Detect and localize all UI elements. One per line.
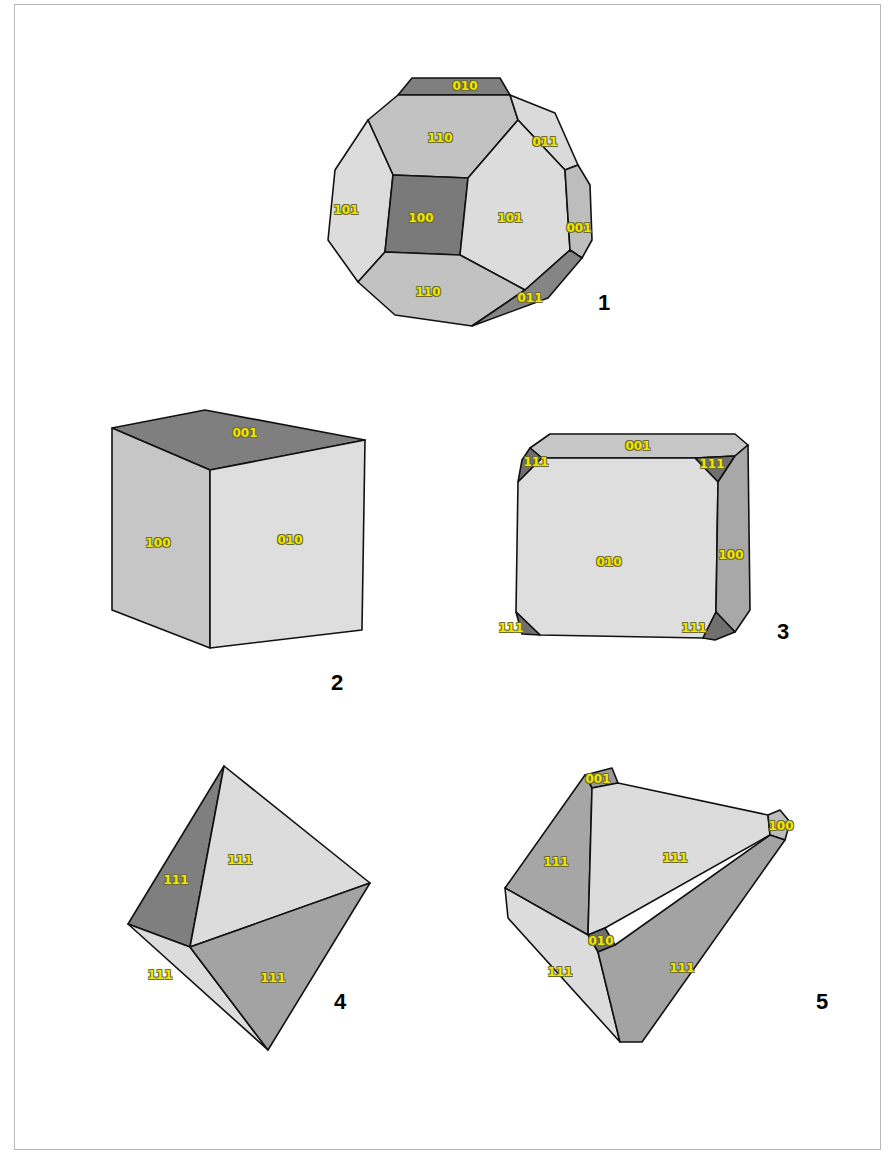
face-index-label: 111	[547, 966, 572, 978]
face-index-label: 100	[145, 537, 170, 549]
face-index-label: 001	[585, 773, 610, 785]
face-index-label: 111	[147, 969, 172, 981]
face-index-label: 111	[498, 622, 523, 634]
face-index-label: 100	[768, 820, 793, 832]
frame	[15, 5, 881, 1150]
face-index-label: 101	[333, 204, 358, 216]
face-index-label: 011	[532, 136, 557, 148]
face-index-label: 100	[408, 212, 433, 224]
face-index-label: 111	[227, 854, 252, 866]
face-index-label: 111	[543, 856, 568, 868]
face-index-label: 111	[163, 874, 188, 886]
face-index-label: 101	[497, 212, 522, 224]
face-index-label: 110	[415, 286, 440, 298]
figure-number: 2	[331, 672, 343, 694]
face-index-label: 111	[260, 972, 285, 984]
face-index-label: 010	[588, 935, 613, 947]
face-index-label: 111	[662, 852, 687, 864]
face-index-label: 001	[232, 427, 257, 439]
face-index-label: 111	[523, 456, 548, 468]
face-index-label: 110	[427, 132, 452, 144]
face-index-label: 010	[452, 80, 477, 92]
face-index-label: 010	[277, 534, 302, 546]
face-index-label: 111	[699, 458, 724, 470]
face-index-label: 111	[681, 622, 706, 634]
face-index-label: 111	[669, 962, 694, 974]
face-index-label: 001	[625, 440, 650, 452]
figure-number: 1	[598, 292, 610, 314]
figure-number: 4	[334, 991, 346, 1013]
face-index-label: 100	[718, 549, 743, 561]
face-index-label: 010	[596, 556, 621, 568]
face-index-label: 011	[517, 292, 542, 304]
figure-number: 3	[777, 621, 789, 643]
figure-number: 5	[816, 991, 828, 1013]
face-index-label: 001	[566, 222, 591, 234]
